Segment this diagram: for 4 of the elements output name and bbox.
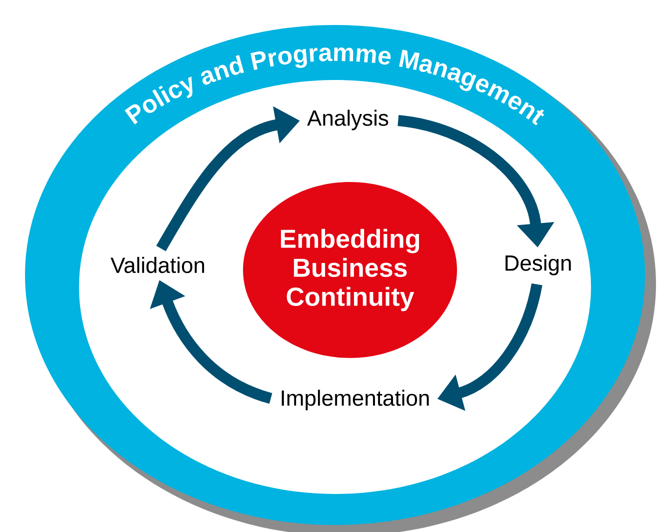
stage-label: Analysis (307, 110, 388, 130)
stage-label: Design (506, 254, 571, 276)
stage-label: Implementation (282, 390, 429, 410)
stage-label: Validation (110, 256, 204, 274)
